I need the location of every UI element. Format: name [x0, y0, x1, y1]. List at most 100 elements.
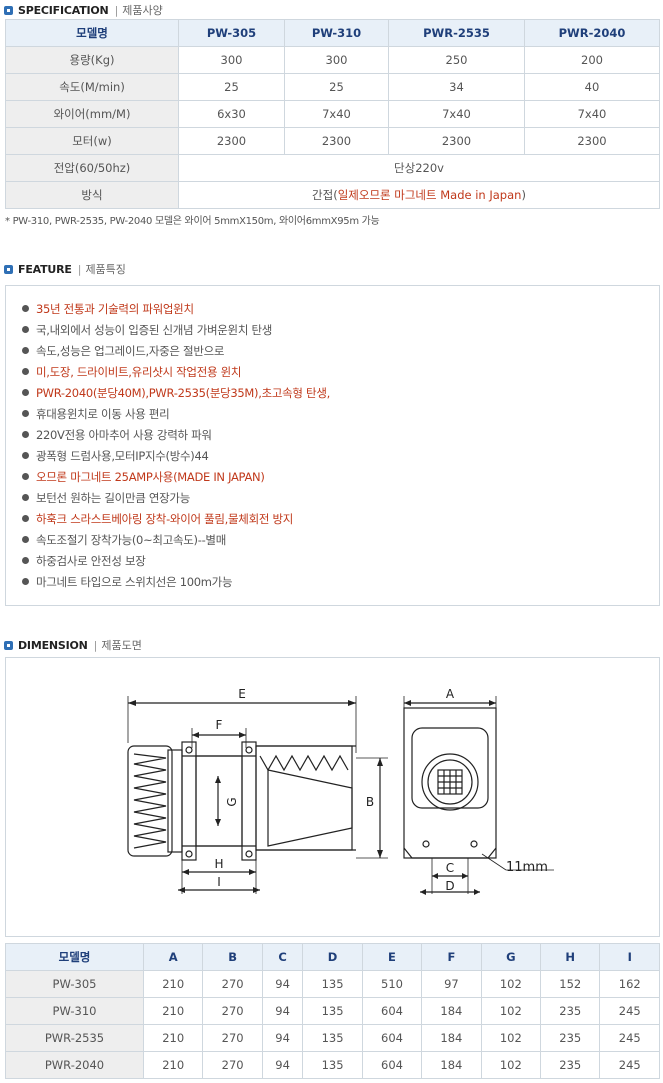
- feature-title-en: FEATURE: [18, 262, 72, 276]
- spec-header-cell: PW-305: [178, 19, 285, 47]
- dim-cell: 135: [302, 970, 363, 998]
- spec-cell: 2300: [178, 127, 285, 155]
- dim-cell: 210: [142, 970, 204, 998]
- feature-item: 하중검사로 안전성 보장: [22, 550, 330, 571]
- dim-cell: 184: [421, 1024, 482, 1052]
- feature-item: 하훅크 스라스트베아링 장착-와이어 풀림,물체회전 방지: [22, 508, 330, 529]
- winch-fan-housing: [127, 745, 183, 857]
- dim-cell: 235: [540, 1051, 601, 1079]
- spec-cell: 40: [524, 73, 660, 101]
- dim-cell: 270: [202, 970, 263, 998]
- feature-text: 마그네트 타입으로 스위치선은 100m가능: [36, 574, 233, 589]
- dim-cell: 245: [599, 1051, 660, 1079]
- spec-cell: 6x30: [178, 100, 285, 128]
- dim-cell: 162: [599, 970, 660, 998]
- spec-footnote: * PW-310, PWR-2535, PW-2040 모델은 와이어 5mmX…: [5, 216, 380, 227]
- feature-item: 오므론 마그네트 25AMP사용(MADE IN JAPAN): [22, 466, 330, 487]
- spec-header-cell: PWR-2040: [524, 19, 660, 47]
- dim-header-cell: G: [480, 943, 542, 971]
- dim-cell: 245: [599, 1024, 660, 1052]
- spec-voltage-value: 단상220v: [178, 154, 660, 182]
- feature-text: 220V전용 아마추어 사용 강력하 파워: [36, 427, 212, 442]
- section-bullet-icon: [4, 264, 13, 274]
- dimension-title-ko: 제품도면: [101, 639, 142, 652]
- bullet-icon: [22, 410, 29, 417]
- dim-header-cell: B: [202, 943, 263, 971]
- label-i: I: [217, 875, 221, 889]
- label-b: B: [366, 795, 374, 809]
- feature-title-ko: 제품특징: [85, 263, 126, 276]
- spec-title-en: SPECIFICATION: [18, 3, 109, 17]
- feature-text: 하훅크 스라스트베아링 장착-와이어 풀림,물체회전 방지: [36, 511, 294, 526]
- feature-item: 휴대용윈치로 이동 사용 편리: [22, 403, 330, 424]
- winch-drum: [181, 741, 257, 861]
- dim-cell: 135: [302, 1024, 363, 1052]
- spec-cell: 200: [524, 46, 660, 74]
- dimension-title-en: DIMENSION: [18, 638, 88, 652]
- dim-header-row: 모델명 A B C D E F G H I: [5, 943, 660, 971]
- spec-cell: 25: [178, 73, 285, 101]
- feature-item: 마그네트 타입으로 스위치선은 100m가능: [22, 571, 330, 592]
- feature-text: 미,도장, 드라이비트,유리샷시 작업전용 윈치: [36, 364, 242, 379]
- dim-row-label: PWR-2535: [5, 1024, 144, 1052]
- spec-section-heading: SPECIFICATION | 제품사양: [4, 2, 163, 18]
- dim-cell: 604: [361, 997, 423, 1025]
- dim-cell: 270: [202, 997, 263, 1025]
- bullet-icon: [22, 347, 29, 354]
- spec-row: 속도(M/min) 25 25 34 40: [5, 73, 660, 101]
- dim-cell: 97: [421, 970, 482, 998]
- bullet-icon: [22, 389, 29, 396]
- feature-text: 오므론 마그네트 25AMP사용(MADE IN JAPAN): [36, 469, 265, 484]
- feature-item: 220V전용 아마추어 사용 강력하 파워: [22, 424, 330, 445]
- dim-cell: 135: [302, 997, 363, 1025]
- dim-cell: 102: [480, 1051, 542, 1079]
- spec-row-label: 방식: [5, 181, 179, 209]
- spec-cell: 300: [178, 46, 285, 74]
- dim-header-cell: D: [302, 943, 363, 971]
- section-bullet-icon: [4, 640, 13, 650]
- dim-cell: 604: [361, 1024, 423, 1052]
- feature-section-heading: FEATURE | 제품특징: [4, 261, 126, 277]
- dim-cell: 94: [261, 1051, 304, 1079]
- spec-header-cell: PWR-2535: [388, 19, 525, 47]
- bullet-icon: [22, 305, 29, 312]
- method-highlight: 일제오므론 마그네트 Made in Japan: [337, 188, 522, 202]
- label-a: A: [446, 687, 455, 701]
- label-f: F: [216, 718, 223, 732]
- label-e: E: [238, 687, 246, 701]
- spec-cell: 34: [388, 73, 525, 101]
- feature-text: 국,내외에서 성능이 입증된 신개념 가벼운윈치 탄생: [36, 322, 273, 337]
- feature-text: 휴대용윈치로 이동 사용 편리: [36, 406, 170, 421]
- dim-row-label: PW-310: [5, 997, 144, 1025]
- spec-cell: 25: [284, 73, 389, 101]
- feature-item: 미,도장, 드라이비트,유리샷시 작업전용 윈치: [22, 361, 330, 382]
- spec-row: 와이어(mm/M) 6x30 7x40 7x40 7x40: [5, 100, 660, 128]
- feature-text: 속도조절기 장착가능(0~최고속도)--별매: [36, 532, 226, 547]
- spec-header-cell: PW-310: [284, 19, 389, 47]
- dim-cell: 235: [540, 1024, 601, 1052]
- bullet-icon: [22, 515, 29, 522]
- dim-cell: 94: [261, 970, 304, 998]
- label-wire-size: 11mm: [506, 860, 548, 875]
- spec-title-ko: 제품사양: [122, 4, 163, 17]
- feature-item: PWR-2040(분당40M),PWR-2535(분당35M),초고속형 탄생,: [22, 382, 330, 403]
- spec-cell: 250: [388, 46, 525, 74]
- spec-cell: 7x40: [284, 100, 389, 128]
- feature-text: 하중검사로 안전성 보장: [36, 553, 146, 568]
- dim-cell: 135: [302, 1051, 363, 1079]
- bullet-icon: [22, 536, 29, 543]
- spec-cell: 2300: [388, 127, 525, 155]
- dim-cell: 210: [142, 1024, 204, 1052]
- spec-cell: 300: [284, 46, 389, 74]
- feature-item: 보턴선 원하는 길이만큼 연장가능: [22, 487, 330, 508]
- feature-text: 보턴선 원하는 길이만큼 연장가능: [36, 490, 190, 505]
- bullet-icon: [22, 431, 29, 438]
- dim-cell: 510: [361, 970, 423, 998]
- feature-text: 35년 전통과 기술력의 파워업윈치: [36, 301, 194, 316]
- dim-cell: 152: [540, 970, 601, 998]
